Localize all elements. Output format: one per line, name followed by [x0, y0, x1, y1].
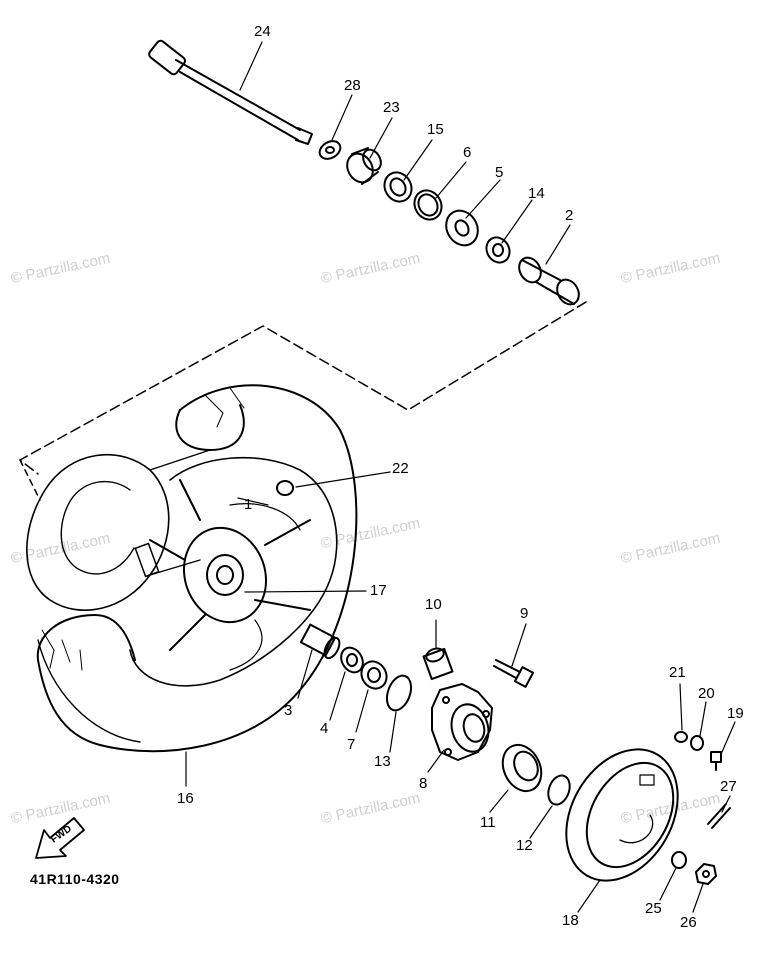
callout-26: 26 [680, 914, 697, 931]
callout-17: 17 [370, 582, 387, 599]
circlip-part-12 [547, 774, 571, 806]
nut-part-26 [695, 863, 717, 885]
seal-part-15 [383, 171, 413, 203]
callout-2: 2 [565, 207, 574, 224]
callout-27: 27 [720, 778, 737, 795]
callout-18: 18 [562, 912, 579, 929]
tire-part-16 [26, 384, 358, 753]
callout-24: 24 [254, 23, 271, 40]
callout-4: 4 [320, 720, 329, 737]
o-ring-part-13 [385, 674, 413, 712]
callout-14: 14 [528, 185, 545, 202]
washer-part-20 [690, 735, 704, 751]
callout-10: 10 [425, 596, 442, 613]
bolt-part-9 [493, 659, 535, 688]
bearing-part-23 [346, 147, 382, 185]
washer-part-25 [671, 851, 687, 869]
callout-11: 11 [480, 814, 496, 831]
callout-22: 22 [392, 460, 409, 477]
axle-part-24 [148, 39, 313, 145]
callout-28: 28 [344, 77, 361, 94]
bolt-part-19 [710, 751, 722, 771]
sprocket-hub-part-8 [431, 683, 493, 761]
oil-seal-part-7 [360, 660, 388, 690]
bearing-part-4 [340, 646, 364, 674]
brake-cover-part-18 [565, 748, 679, 882]
callout-20: 20 [698, 685, 715, 702]
collar-part-14 [485, 236, 511, 264]
callout-8: 8 [419, 775, 428, 792]
collar-part-3 [299, 623, 341, 660]
callout-6: 6 [463, 144, 472, 161]
callout-3: 3 [284, 702, 293, 719]
collar-part-10 [422, 647, 454, 681]
callout-5: 5 [495, 164, 504, 181]
callout-1: 1 [244, 496, 253, 513]
assembly-boundary [19, 301, 587, 501]
circlip-part-6 [413, 189, 443, 221]
spacer-part-2 [518, 256, 580, 306]
callout-21: 21 [669, 664, 686, 681]
cotter-pin-part-27 [707, 803, 731, 829]
wheel-part-1 [129, 456, 338, 687]
collar-part-28 [318, 140, 342, 160]
callout-7: 7 [347, 736, 356, 753]
forward-arrow-icon [35, 817, 85, 859]
collar-part-21 [674, 731, 688, 743]
valve-part-22 [276, 480, 294, 496]
callout-23: 23 [383, 99, 400, 116]
callout-9: 9 [520, 605, 529, 622]
callout-25: 25 [645, 900, 662, 917]
callout-15: 15 [427, 121, 444, 138]
bearing-part-11 [501, 743, 543, 793]
leader-lines [185, 41, 736, 913]
callout-16: 16 [177, 790, 194, 807]
callout-12: 12 [516, 837, 533, 854]
callout-13: 13 [374, 753, 391, 770]
callout-19: 19 [727, 705, 744, 722]
diagram-code: 41R110-4320 [30, 871, 120, 887]
bearing-part-5 [445, 209, 479, 247]
